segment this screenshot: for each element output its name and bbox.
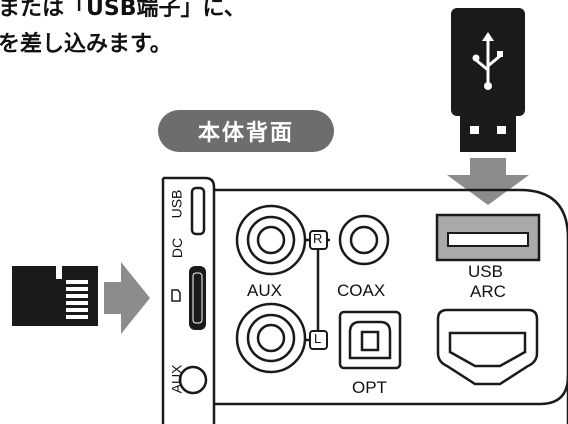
usb-symbol-icon xyxy=(475,38,501,84)
arrow-down-icon xyxy=(447,158,529,205)
right-channel-marker: R xyxy=(313,231,323,246)
aux-jack-left xyxy=(235,302,307,374)
hdmi-arc-port xyxy=(436,308,539,386)
side-usb-port xyxy=(190,186,206,236)
panel-title-badge: 本体背面 xyxy=(158,110,334,152)
sd-card-small-icon xyxy=(171,289,181,302)
left-channel-marker: L xyxy=(314,331,322,346)
side-usb-label: USB xyxy=(168,189,185,219)
instruction-line-2: を差し込みます。 xyxy=(0,32,172,57)
arrow-right-icon xyxy=(104,262,150,334)
side-dc-label: DC xyxy=(169,237,186,259)
microsd-card-icon xyxy=(12,266,98,326)
coax-label: COAX xyxy=(337,281,386,300)
side-aux-jack xyxy=(178,365,208,395)
opt-label: OPT xyxy=(352,378,387,397)
sd-card-slot xyxy=(189,266,206,330)
aux-jack-right xyxy=(235,204,307,276)
usb-port xyxy=(435,213,541,262)
instruction-line-1: または「USB端子」に、 xyxy=(0,0,246,21)
coax-jack xyxy=(338,214,390,266)
aux-label: AUX xyxy=(247,281,282,300)
right-marker-box xyxy=(309,230,328,250)
arc-label: ARC xyxy=(470,282,506,301)
optical-port xyxy=(338,310,402,370)
left-marker-box xyxy=(309,330,328,350)
usb-label: USB xyxy=(468,262,503,281)
side-aux-label: AUX xyxy=(168,364,185,394)
usb-flash-drive-icon xyxy=(451,8,525,152)
